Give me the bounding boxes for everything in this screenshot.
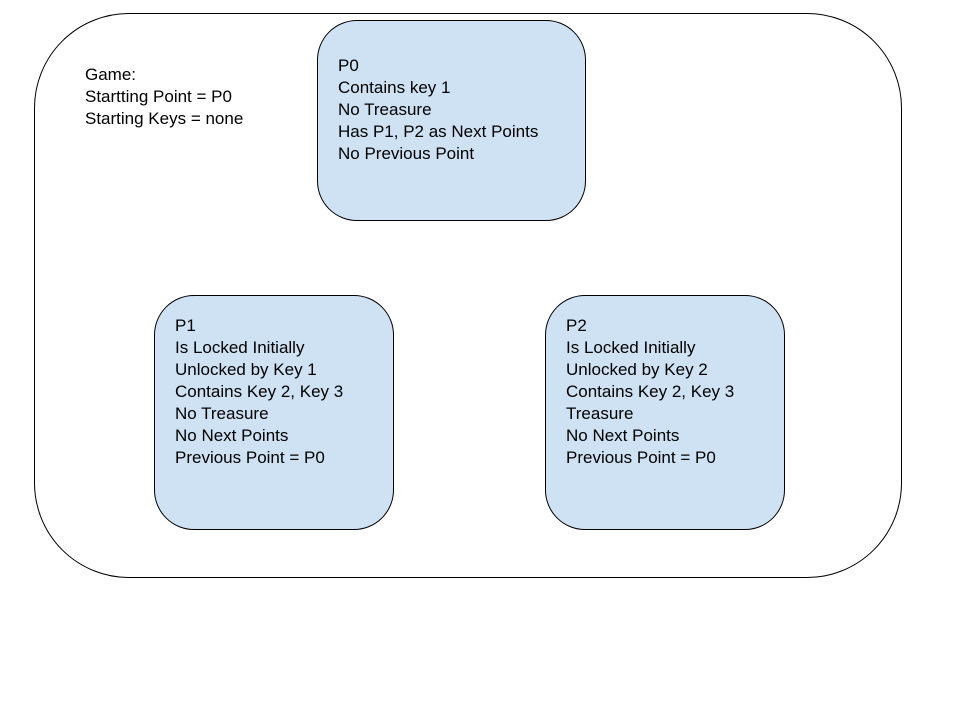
point-p2-line: Previous Point = P0 [566, 448, 716, 467]
point-box-p2: P2 Is Locked Initially Unlocked by Key 2… [545, 295, 785, 530]
point-box-p1: P1 Is Locked Initially Unlocked by Key 1… [154, 295, 394, 530]
point-p1-line: Previous Point = P0 [175, 448, 325, 467]
point-p2-line: Is Locked Initially [566, 338, 696, 357]
point-p1-line: No Treasure [175, 404, 269, 423]
point-p0-line: No Treasure [338, 100, 432, 119]
point-p0-line: No Previous Point [338, 144, 475, 163]
game-starting-point: Startting Point = P0 [85, 87, 232, 106]
point-p2-line: Unlocked by Key 2 [566, 360, 708, 379]
point-p0-line: Has P1, P2 as Next Points [338, 122, 539, 141]
point-p1-line: No Next Points [175, 426, 289, 445]
game-starting-keys: Starting Keys = none [85, 109, 244, 128]
point-p2-title: P2 [566, 316, 587, 335]
point-p2-line: Treasure [566, 404, 634, 423]
point-p2-line: No Next Points [566, 426, 680, 445]
point-p1-line: Contains Key 2, Key 3 [175, 382, 344, 401]
point-p0-title: P0 [338, 56, 359, 75]
point-box-p0: P0 Contains key 1 No Treasure Has P1, P2… [317, 20, 586, 221]
point-p1-line: Is Locked Initially [175, 338, 305, 357]
point-p1-title: P1 [175, 316, 196, 335]
point-p2-line: Contains Key 2, Key 3 [566, 382, 735, 401]
game-info-text: Game: Startting Point = P0 Starting Keys… [85, 64, 243, 130]
game-title: Game: [85, 65, 137, 84]
point-p0-line: Contains key 1 [338, 78, 451, 97]
point-p1-line: Unlocked by Key 1 [175, 360, 317, 379]
